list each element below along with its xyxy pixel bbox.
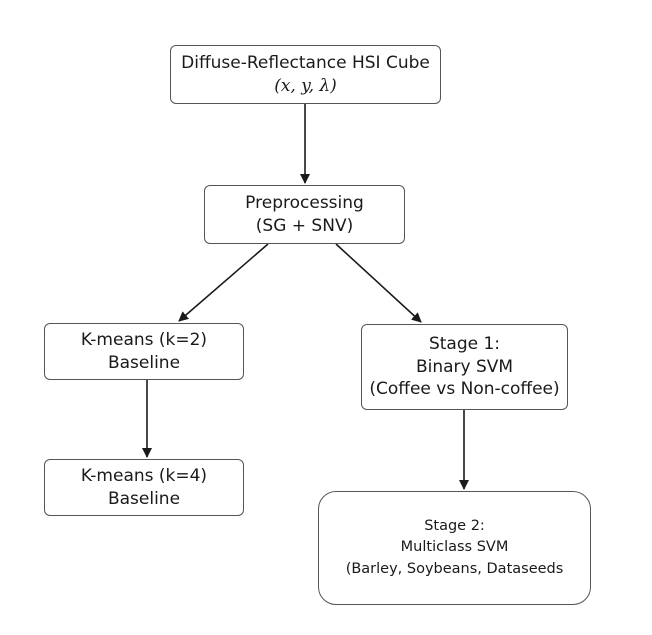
kmeans-k4-title: K-means (k=4) [80,466,208,487]
stage2-model: Multiclass SVM [400,539,509,556]
kmeans-k2-title: K-means (k=2) [80,330,208,351]
kmeans-k4-subtitle: Baseline [107,488,181,509]
hsi-cube-title: Diffuse-Reflectance HSI Cube [181,53,430,74]
arrow-preprocessing-to-stage1 [335,243,422,323]
stage1-node: Stage 1: Binary SVM (Coffee vs Non-coffe… [361,324,568,410]
preprocessing-title: Preprocessing [245,193,364,214]
hsi-cube-node: Diffuse-Reflectance HSI Cube (x, y, λ) [170,45,441,104]
preprocessing-methods: (SG + SNV) [255,215,354,236]
arrow-preprocessing-to-kmeans2 [178,243,269,322]
stage2-label: Stage 2: [424,518,485,535]
kmeans-k4-node: K-means (k=4) Baseline [44,459,244,516]
stage2-classes: (Barley, Soybeans, Dataseeds [345,560,564,577]
stage1-label: Stage 1: [428,334,501,355]
preprocessing-node: Preprocessing (SG + SNV) [204,185,405,244]
stage2-node: Stage 2: Multiclass SVM (Barley, Soybean… [318,491,591,605]
stage1-classes: (Coffee vs Non-coffee) [369,379,560,400]
stage1-model: Binary SVM [415,356,514,377]
kmeans-k2-subtitle: Baseline [107,352,181,373]
hsi-cube-dimensions: (x, y, λ) [274,75,337,96]
kmeans-k2-node: K-means (k=2) Baseline [44,323,244,380]
